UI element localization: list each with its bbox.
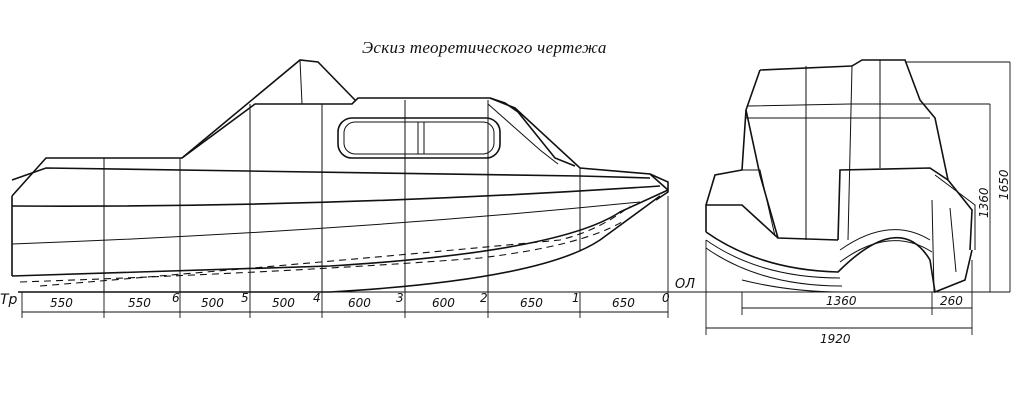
spacing-dimension-chain: 550 550 500 500 600 600 650 650	[21, 196, 669, 318]
spacing-label: 550	[50, 296, 73, 310]
stern-label: Tp	[0, 292, 18, 308]
section-width-dimensions: 1360 260 1920	[705, 240, 973, 346]
dim-inner-width: 1360	[826, 294, 857, 308]
spacing-label: 500	[201, 296, 224, 310]
spacing-label: 600	[348, 296, 371, 310]
station-number: 5	[241, 291, 249, 305]
spacing-label: 600	[432, 296, 455, 310]
sheer-line	[11, 167, 651, 276]
section-height-dimensions: 1360 1650	[905, 61, 1011, 292]
boat-section-view	[705, 59, 976, 294]
station-number: 2	[480, 291, 488, 305]
cabin-roof	[181, 59, 356, 159]
spacing-label: 500	[272, 296, 295, 310]
keel-line	[11, 189, 669, 277]
spacing-label: 650	[520, 296, 543, 310]
dim-total-width: 1920	[820, 332, 851, 346]
spacing-label: 650	[612, 296, 635, 310]
dim-total-height: 1650	[997, 169, 1011, 200]
station-number: 0	[662, 291, 670, 305]
windshield	[489, 97, 576, 167]
station-number: 4	[313, 291, 321, 305]
section-hull-bottom	[705, 231, 973, 294]
boat-side-view	[11, 59, 669, 293]
station-number: 1	[572, 291, 580, 305]
dim-height-side: 1360	[977, 187, 991, 218]
station-numbers: 6 5 4 3 2 1 0	[172, 291, 670, 305]
station-lines	[103, 100, 581, 292]
deck-line	[11, 97, 669, 197]
station-number: 6	[172, 291, 180, 305]
station-number: 3	[396, 291, 404, 305]
section-cabin-outline	[759, 59, 949, 181]
drawing-title: Эскиз теоретического чертежа	[362, 38, 607, 57]
spacing-label: 550	[128, 296, 151, 310]
baseline-label: ОЛ	[675, 277, 695, 292]
dim-outer-offset: 260	[940, 294, 963, 308]
cabin-window	[337, 117, 501, 159]
